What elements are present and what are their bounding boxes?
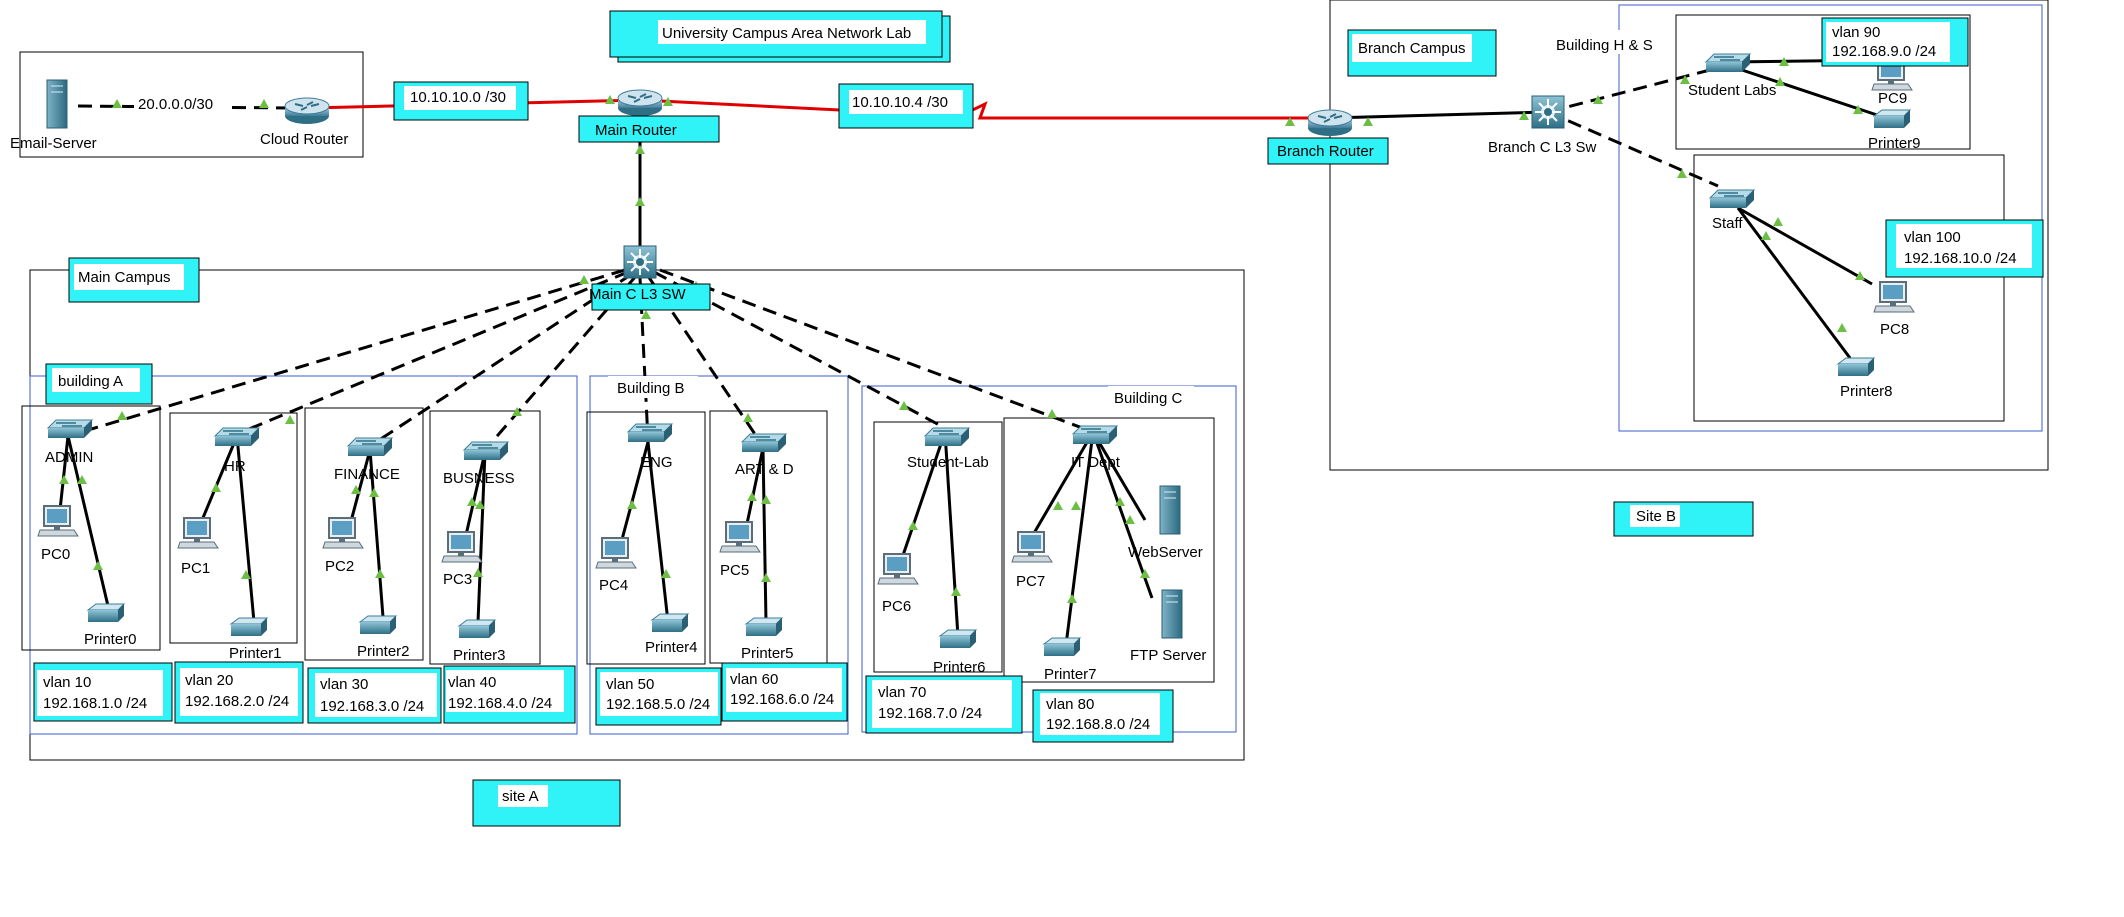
svg-text:Printer2: Printer2 xyxy=(357,643,410,660)
svg-text:HR: HR xyxy=(224,458,246,475)
svg-text:Printer1: Printer1 xyxy=(229,645,282,662)
cloud-router-label: Cloud Router xyxy=(260,131,348,148)
svg-text:192.168.6.0 /24: 192.168.6.0 /24 xyxy=(730,691,834,708)
svg-text:ADMIN: ADMIN xyxy=(45,449,93,466)
svg-text:10.10.10.0 /30: 10.10.10.0 /30 xyxy=(410,89,506,106)
svg-text:PC2: PC2 xyxy=(325,558,354,575)
page-title: University Campus Area Network Lab xyxy=(662,25,911,42)
vlan-boxes-site-b: vlan 90 192.168.9.0 /24 vlan 100 192.168… xyxy=(1821,17,2044,278)
svg-text:ART & D: ART & D xyxy=(735,461,794,478)
svg-text:IT Dept: IT Dept xyxy=(1071,454,1121,471)
branch-core-switch-label: Branch C L3 Sw xyxy=(1488,139,1597,156)
svg-text:PC8: PC8 xyxy=(1880,321,1909,338)
main-campus-label: Main Campus xyxy=(78,269,171,286)
svg-text:PC0: PC0 xyxy=(41,546,70,563)
svg-text:vlan 30: vlan 30 xyxy=(320,676,368,693)
building-c-label: Building C xyxy=(1114,390,1183,407)
svg-text:Student-Lab: Student-Lab xyxy=(907,454,989,471)
svg-text:vlan 50: vlan 50 xyxy=(606,676,654,693)
svg-text:192.168.3.0 /24: 192.168.3.0 /24 xyxy=(320,698,424,715)
svg-text:192.168.8.0 /24: 192.168.8.0 /24 xyxy=(1046,716,1150,733)
svg-text:PC4: PC4 xyxy=(599,577,628,594)
web-server-label: WebServer xyxy=(1128,544,1203,561)
branch-campus-label: Branch Campus xyxy=(1358,40,1466,57)
ftp-server-label: FTP Server xyxy=(1130,647,1206,664)
svg-text:BUSNESS: BUSNESS xyxy=(443,470,515,487)
svg-text:Printer9: Printer9 xyxy=(1868,135,1921,152)
main-core-switch-box xyxy=(591,283,711,311)
svg-text:PC3: PC3 xyxy=(443,571,472,588)
svg-text:Printer8: Printer8 xyxy=(1840,383,1893,400)
branch-router-box xyxy=(1267,137,1389,165)
building-b-label: Building B xyxy=(617,380,685,397)
main-router-icon xyxy=(617,89,663,117)
svg-text:192.168.10.0 /24: 192.168.10.0 /24 xyxy=(1904,250,2017,267)
main-router-label: Main Router xyxy=(595,122,677,139)
main-router-box xyxy=(578,115,720,143)
email-server-icon xyxy=(46,79,68,129)
svg-text:Printer5: Printer5 xyxy=(741,645,794,662)
branch-router-icon xyxy=(1307,109,1353,137)
svg-text:192.168.4.0 /24: 192.168.4.0 /24 xyxy=(448,695,552,712)
svg-text:vlan 40: vlan 40 xyxy=(448,674,496,691)
email-server-label: Email-Server xyxy=(10,135,97,152)
cloud-router-icon xyxy=(284,97,330,125)
svg-text:192.168.2.0 /24: 192.168.2.0 /24 xyxy=(185,693,289,710)
svg-text:vlan 20: vlan 20 xyxy=(185,672,233,689)
svg-text:ENG: ENG xyxy=(640,454,673,471)
svg-text:PC6: PC6 xyxy=(882,598,911,615)
site-b-label: Site B xyxy=(1636,508,1676,525)
cloud-link-label: 20.0.0.0/30 xyxy=(138,96,213,113)
site-a-label: site A xyxy=(502,788,539,805)
svg-text:vlan 100: vlan 100 xyxy=(1904,229,1961,246)
svg-text:vlan 90: vlan 90 xyxy=(1832,24,1880,41)
svg-text:FINANCE: FINANCE xyxy=(334,466,400,483)
main-core-switch-icon xyxy=(623,245,657,279)
svg-text:Staff: Staff xyxy=(1712,215,1743,232)
vlan-boxes-site-a: vlan 10 192.168.1.0 /24 vlan 20 192.168.… xyxy=(33,661,1174,743)
svg-text:PC7: PC7 xyxy=(1016,573,1045,590)
svg-text:192.168.1.0 /24: 192.168.1.0 /24 xyxy=(43,695,147,712)
svg-text:Printer0: Printer0 xyxy=(84,631,137,648)
svg-text:10.10.10.4 /30: 10.10.10.4 /30 xyxy=(852,94,948,111)
branch-core-switch-icon xyxy=(1531,95,1565,129)
branch-router-label: Branch Router xyxy=(1277,143,1374,160)
svg-text:Printer6: Printer6 xyxy=(933,659,986,676)
site-a-devices[interactable] xyxy=(37,419,1183,657)
building-hs-label: Building H & S xyxy=(1556,37,1653,54)
building-a-label: building A xyxy=(58,373,123,390)
svg-text:PC5: PC5 xyxy=(720,562,749,579)
svg-text:vlan 80: vlan 80 xyxy=(1046,696,1094,713)
svg-text:PC9: PC9 xyxy=(1878,90,1907,107)
svg-text:192.168.9.0 /24: 192.168.9.0 /24 xyxy=(1832,43,1936,60)
svg-text:PC1: PC1 xyxy=(181,560,210,577)
svg-text:Printer3: Printer3 xyxy=(453,647,506,664)
svg-text:vlan 70: vlan 70 xyxy=(878,684,926,701)
svg-text:192.168.5.0 /24: 192.168.5.0 /24 xyxy=(606,696,710,713)
main-core-switch-label: Main C L3 SW xyxy=(589,286,687,303)
svg-text:Student Labs: Student Labs xyxy=(1688,82,1776,99)
svg-text:vlan 10: vlan 10 xyxy=(43,674,91,691)
svg-text:Printer4: Printer4 xyxy=(645,639,698,656)
svg-text:vlan 60: vlan 60 xyxy=(730,671,778,688)
svg-text:Printer7: Printer7 xyxy=(1044,666,1097,683)
svg-text:192.168.7.0 /24: 192.168.7.0 /24 xyxy=(878,705,982,722)
